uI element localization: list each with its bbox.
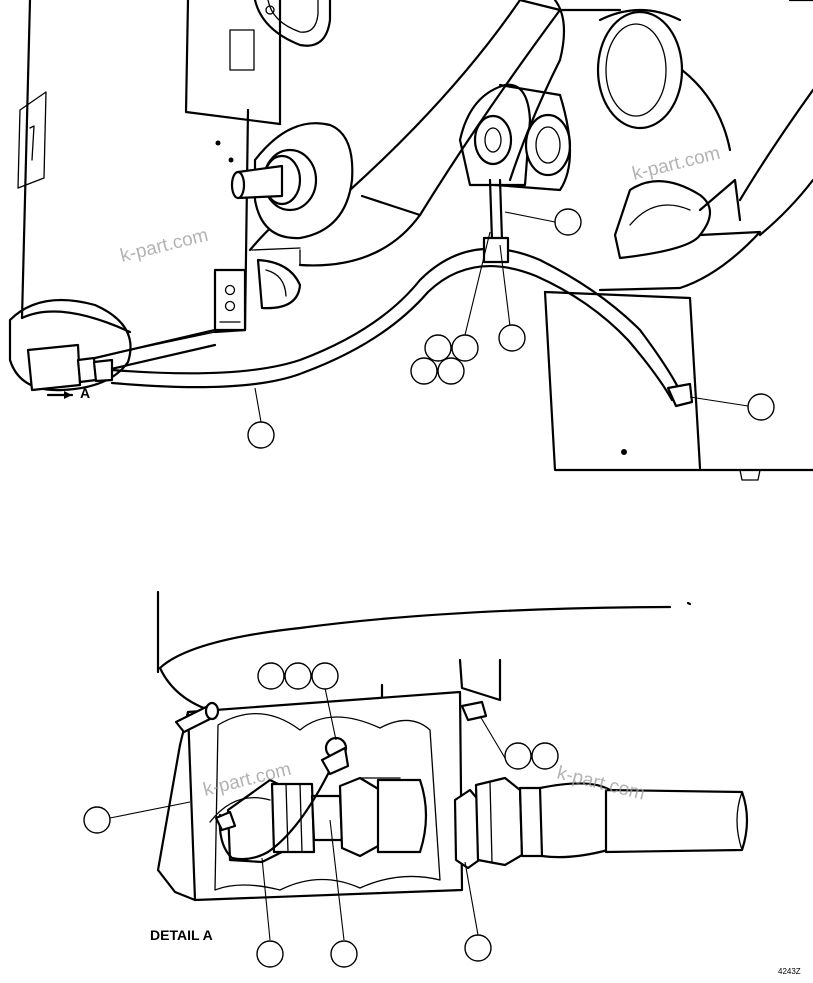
view-arrow-letter: A	[80, 385, 90, 401]
watermark-text: k-part.com	[555, 762, 647, 804]
callouts-detail	[83, 662, 559, 968]
callout-bubble	[256, 940, 284, 968]
callout-bubble	[531, 742, 559, 770]
detail-a-marker: A	[8, 298, 132, 401]
callout-bubble	[504, 742, 532, 770]
boom-pivot-pin	[230, 122, 354, 240]
callout-leaders	[109, 211, 749, 941]
watermark-text: k-part.com	[118, 225, 210, 267]
hydraulic-hose	[110, 247, 694, 408]
coupler-rail	[93, 328, 247, 374]
callout-bubble	[437, 357, 465, 385]
detail-a-view: DETAIL A 4243Z	[150, 590, 801, 976]
callout-bubble	[747, 393, 775, 421]
callout-bubble	[330, 940, 358, 968]
callout-bubble	[284, 662, 312, 690]
callout-bubble	[257, 662, 285, 690]
top-view: A	[8, 0, 813, 481]
callout-bubble	[247, 421, 275, 449]
callout-bubble	[424, 334, 452, 362]
hose-clamp	[482, 178, 510, 264]
callout-bubble	[410, 357, 438, 385]
valve-block	[213, 258, 302, 334]
detail-frame	[156, 590, 692, 714]
watermark-text: k-part.com	[630, 143, 722, 185]
bucket-bracket	[598, 178, 762, 292]
callout-bubble	[554, 208, 582, 236]
upper-housing	[184, 0, 332, 126]
callout-bubble	[311, 662, 339, 690]
right-cylinder-mount	[458, 0, 813, 237]
callouts-top	[247, 208, 775, 449]
figure-code: 4243Z	[778, 967, 801, 976]
mounting-plate	[543, 290, 813, 481]
callout-bubble	[83, 806, 111, 834]
detail-title: DETAIL A	[150, 927, 213, 943]
quick-coupler	[209, 736, 428, 864]
callout-bubble	[464, 934, 492, 962]
callout-bubble	[498, 324, 526, 352]
callout-bubble	[451, 334, 479, 362]
bulkhead-fitting	[453, 700, 749, 870]
